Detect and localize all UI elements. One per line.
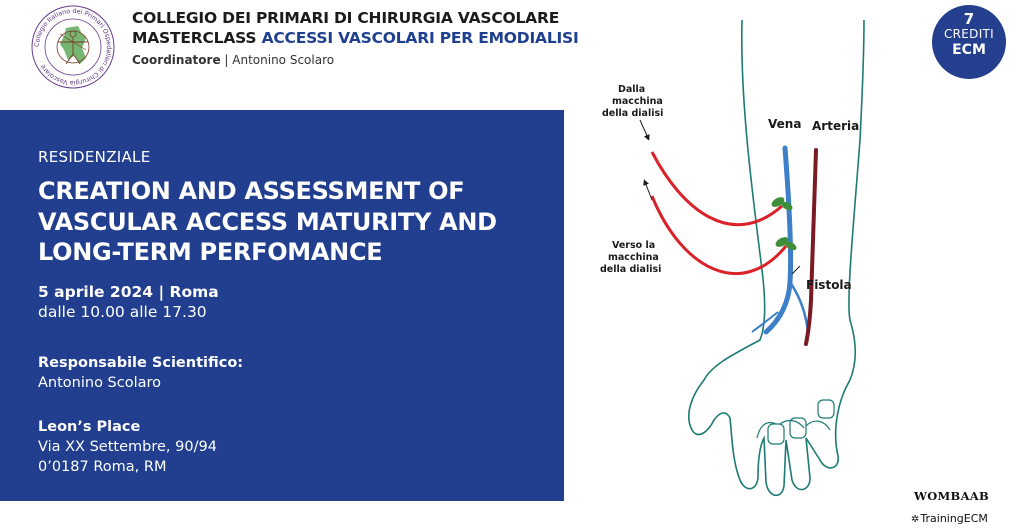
tube-from-machine [650,151,783,227]
masterclass-title: MASTERCLASS ACCESSI VASCOLARI PER EMODIA… [132,28,602,48]
label-from-machine: macchina [612,96,663,107]
vitruvian-man-seal-icon: Collegio Italiano dei Primari Ospedalier… [31,5,115,89]
vein [763,145,794,335]
venue-name: Leon’s Place [38,418,141,435]
fistula-illustration: Dalla macchina della dialisi Verso la ma… [600,20,865,497]
college-logo: Collegio Italiano dei Primari Ospedalier… [30,4,116,90]
trainingecm-logo: ✲TrainingECM [911,512,988,525]
label-from-machine: Dalla [618,84,645,95]
credits-label: CREDITI [943,27,995,41]
label-from-machine: della dialisi [602,108,663,119]
event-date: 5 aprile 2024 | Roma [38,282,219,301]
label-vein: Vena [768,117,801,131]
event-title-line: CREATION AND ASSESSMENT OF [38,177,465,205]
venue-address-line: Via XX Settembre, 90/94 [38,438,217,455]
label-artery: Arteria [812,119,859,133]
label-to-machine: macchina [608,252,659,263]
responsabile-name: Antonino Scolaro [38,374,162,391]
tube-to-machine [650,195,788,275]
coordinator-separator: | [220,53,233,67]
venue-address-line: 0’0187 Roma, RM [38,458,167,475]
label-fistula: Fistola [806,278,852,292]
label-to-machine: della dialisi [600,264,661,275]
star-burst-icon: ✲ [911,514,920,525]
event-title: CREATION AND ASSESSMENT OF VASCULAR ACCE… [38,176,564,268]
coordinator-label: Coordinatore [132,53,221,67]
label-to-machine: Verso la [612,240,655,251]
event-type: RESIDENZIALE [38,148,151,166]
responsabile-label: Responsabile Scientifico: [38,354,244,371]
coordinator-line: Coordinatore | Antonino Scolaro [132,51,602,69]
college-name: COLLEGIO DEI PRIMARI DI CHIRURGIA VASCOL… [132,9,560,27]
event-time: dalle 10.00 alle 17.30 [38,302,207,321]
header: COLLEGIO DEI PRIMARI DI CHIRURGIA VASCOL… [132,8,602,69]
wombaab-logo: WOMBAAB [914,489,990,503]
arm-outline [688,20,865,497]
event-title-line: LONG-TERM PERFOMANCE [38,238,383,266]
ecm-label: ECM [952,42,986,58]
ecm-credits-badge: 7 CREDITI ECM [932,5,1006,79]
trainingecm-text: TrainingECM [920,512,988,525]
event-panel: RESIDENZIALE CREATION AND ASSESSMENT OF … [0,110,564,501]
masterclass-subject: ACCESSI VASCOLARI PER EMODIALISI [261,29,579,47]
event-title-line: VASCULAR ACCESS MATURITY AND [38,207,497,236]
coordinator-name: Antonino Scolaro [232,53,335,67]
credits-number: 7 [963,10,975,28]
masterclass-prefix: MASTERCLASS [132,29,262,47]
artery [804,148,818,346]
